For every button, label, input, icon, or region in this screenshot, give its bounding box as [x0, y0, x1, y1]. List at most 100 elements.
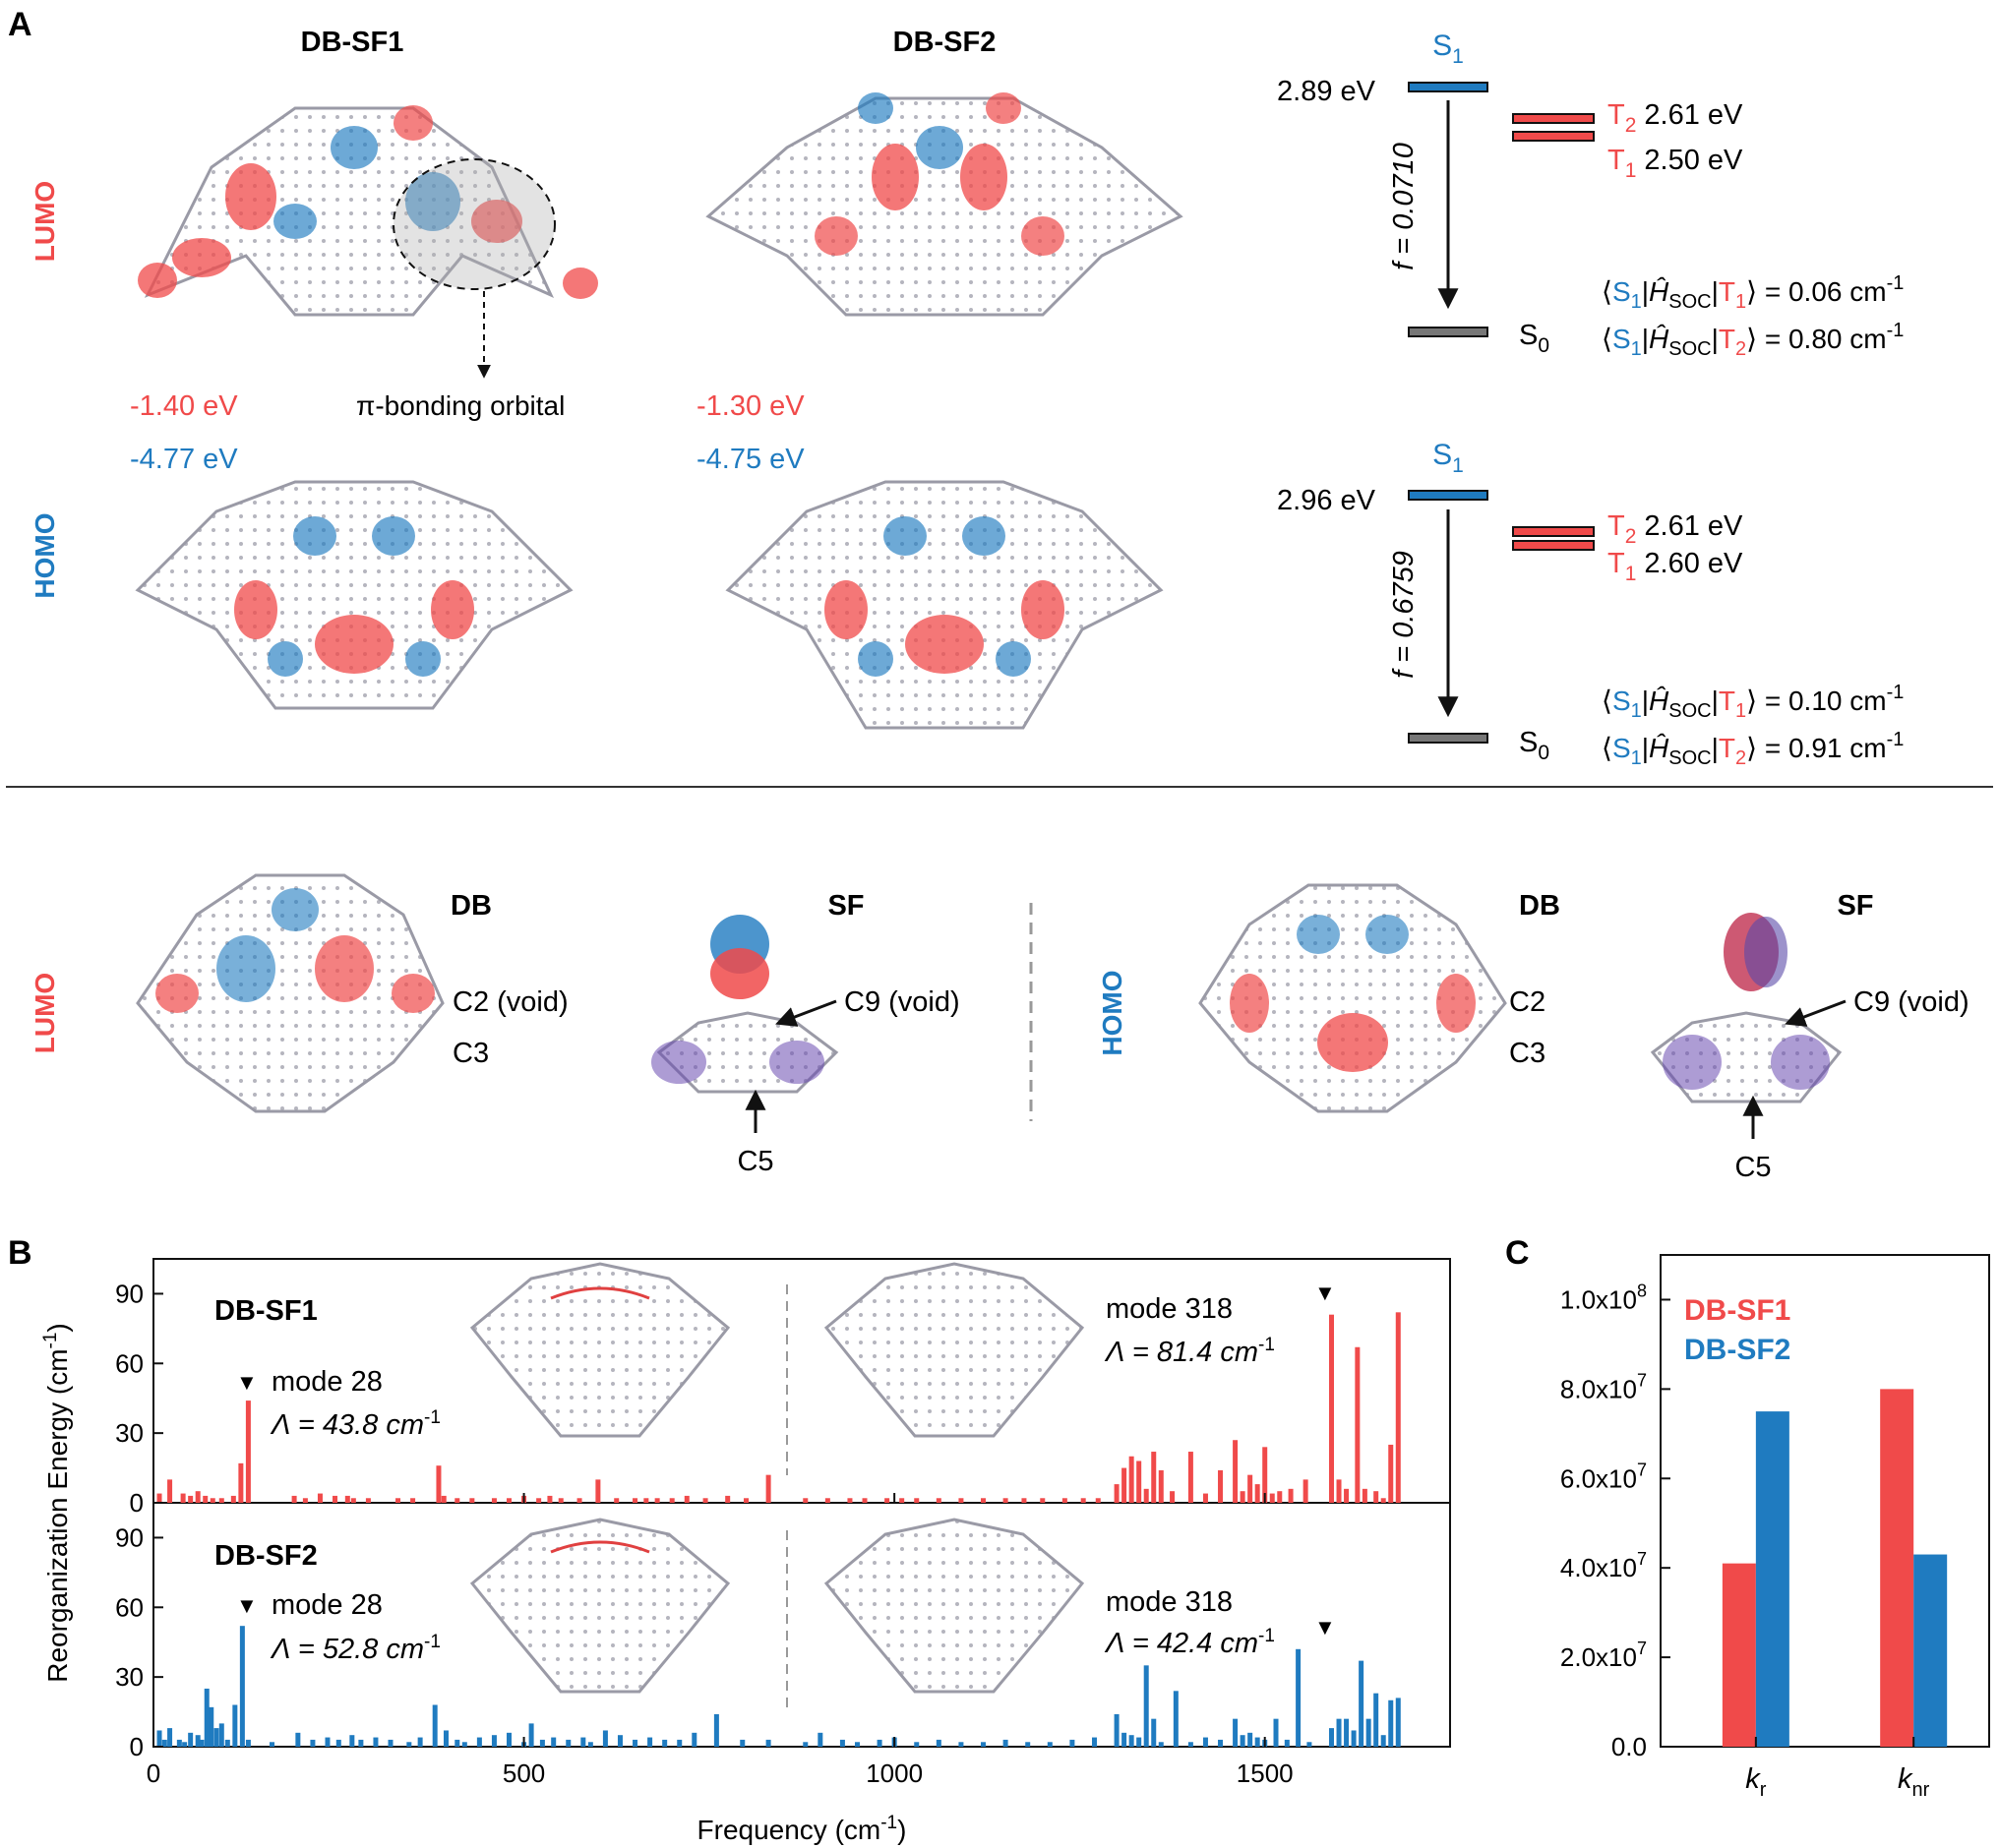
- legend-db-sf1: DB-SF1: [1684, 1294, 1790, 1327]
- y-tick-label: 30: [115, 1662, 144, 1692]
- bar-db-sf2: [1233, 1718, 1239, 1747]
- panel-c: C 0.02.0x1074.0x1076.0x1078.0x1071.0x108…: [1505, 1234, 1990, 1801]
- bar-db-sf1: [365, 1498, 371, 1503]
- s0-label: S0: [1519, 727, 1549, 764]
- bar-db-sf1: [167, 1479, 173, 1503]
- soc-t2: ⟨S1|ĤSOC|T2⟩ = 0.80 cm-1: [1602, 320, 1904, 360]
- bar-db-sf2: [1121, 1732, 1127, 1747]
- bar-db-sf2: [161, 1739, 167, 1747]
- pi-annotation: π-bonding orbital: [356, 390, 565, 421]
- y-tick-label: 4.0x107: [1560, 1549, 1647, 1582]
- inset-molecules: [469, 1262, 1085, 1694]
- bar-db-sf2: [1296, 1648, 1302, 1747]
- bar-db-sf1: [1233, 1440, 1239, 1503]
- mol-title-db-sf2: DB-SF2: [893, 27, 997, 58]
- y-tick-label: 6.0x107: [1560, 1460, 1647, 1493]
- bar-db-sf2: [981, 1742, 987, 1747]
- bar-db-sf2: [587, 1742, 593, 1747]
- y-tick-label: 0: [130, 1488, 144, 1518]
- bar-db-sf2: [914, 1742, 920, 1747]
- bar-db-sf2: [713, 1713, 719, 1747]
- bar-db-sf2: [224, 1739, 230, 1747]
- homo-c5-label: C5: [1734, 1152, 1771, 1183]
- bar-db-sf1: [436, 1465, 442, 1503]
- bar-db-sf2: [156, 1730, 162, 1747]
- bar-db-sf1: [1373, 1491, 1379, 1503]
- bar-db-sf2: [617, 1735, 623, 1747]
- bar-db-sf2: [199, 1739, 205, 1747]
- bar-db-sf2: [633, 1739, 638, 1747]
- lumo-c2-label: C2 (void): [453, 986, 569, 1018]
- bar-db-sf2: [580, 1737, 586, 1747]
- mode-marker-icon: ▼: [1314, 1281, 1336, 1305]
- bar-db-sf2: [417, 1737, 423, 1747]
- plot-frame-c: [1660, 1254, 1990, 1748]
- bar-db-sf1: [1128, 1456, 1134, 1503]
- bars-c: [1722, 1389, 1948, 1747]
- bar-db-sf1: [230, 1495, 236, 1503]
- bar-db-sf1: [1355, 1346, 1361, 1503]
- x-axis-label-b: Frequency (cm-1): [697, 1813, 907, 1845]
- bar-db-sf2: [528, 1723, 534, 1747]
- bar-db-sf1: [195, 1491, 201, 1503]
- bar-db-sf2: [1344, 1718, 1350, 1747]
- t1-level: [1512, 131, 1595, 142]
- subplot-title-db-sf2: DB-SF2: [214, 1540, 318, 1572]
- panel-a: A DB-SF1 DB-SF2 LUMO HOMO π-bonding orbi…: [6, 6, 1993, 1183]
- s1-level: [1408, 490, 1488, 501]
- bar-db-sf1: [958, 1498, 964, 1503]
- bar-db-sf1: [238, 1462, 244, 1503]
- bar-db-sf2: [218, 1723, 224, 1747]
- bar-db-sf2: [765, 1739, 771, 1747]
- bar-db-sf1: [803, 1498, 809, 1503]
- y-tick-label: 90: [115, 1522, 144, 1552]
- bar-db-sf1: [1114, 1484, 1120, 1503]
- bar-db-sf2: [325, 1737, 331, 1747]
- c9-arrow: [775, 999, 837, 1027]
- bar-db-sf1: [1722, 1563, 1756, 1747]
- bar-db-sf1: [454, 1498, 460, 1503]
- bar-db-sf1: [410, 1498, 416, 1503]
- bar-db-sf2: [476, 1737, 482, 1747]
- y-tick-label: 90: [115, 1279, 144, 1308]
- bar-db-sf2: [176, 1739, 182, 1747]
- bar-db-sf1: [245, 1401, 251, 1503]
- bar-db-sf1: [643, 1498, 649, 1503]
- bar-db-sf2: [167, 1728, 173, 1747]
- bar-db-sf2: [1128, 1735, 1134, 1747]
- bar-db-sf1: [558, 1498, 564, 1503]
- bar-db-sf2: [877, 1739, 882, 1747]
- bars-db-sf1: [156, 1312, 1401, 1503]
- subplot-title-db-sf1: DB-SF1: [214, 1295, 318, 1327]
- y-tick-label: 30: [115, 1418, 144, 1448]
- panel-c-letter: C: [1505, 1234, 1530, 1272]
- mode-high-label: mode 318: [1106, 1293, 1233, 1325]
- bar-db-sf1: [633, 1498, 638, 1503]
- bar-db-sf2: [1143, 1665, 1149, 1747]
- bar-db-sf2: [936, 1739, 941, 1747]
- bar-db-sf1: [1336, 1479, 1342, 1503]
- homo-c3-label: C3: [1509, 1038, 1545, 1069]
- bar-db-sf2: [182, 1742, 188, 1747]
- bar-db-sf1: [1121, 1467, 1127, 1503]
- category-label: knr: [1898, 1763, 1930, 1801]
- bar-db-sf2: [1306, 1742, 1312, 1747]
- bar-db-sf2: [1173, 1691, 1179, 1747]
- bar-db-sf2: [539, 1739, 545, 1747]
- bar-db-sf2: [1328, 1728, 1334, 1747]
- bar-db-sf2: [1395, 1698, 1401, 1747]
- soc-t1: ⟨S1|ĤSOC|T1⟩ = 0.06 cm-1: [1602, 272, 1904, 313]
- bar-db-sf1: [203, 1495, 209, 1503]
- bar-db-sf2: [647, 1737, 653, 1747]
- lumo-row-label: LUMO: [30, 181, 60, 262]
- mode-low-label: mode 28: [272, 1589, 383, 1621]
- bar-db-sf2: [1187, 1742, 1193, 1747]
- panel-b-letter: B: [8, 1234, 32, 1272]
- bar-db-sf2: [1913, 1554, 1948, 1747]
